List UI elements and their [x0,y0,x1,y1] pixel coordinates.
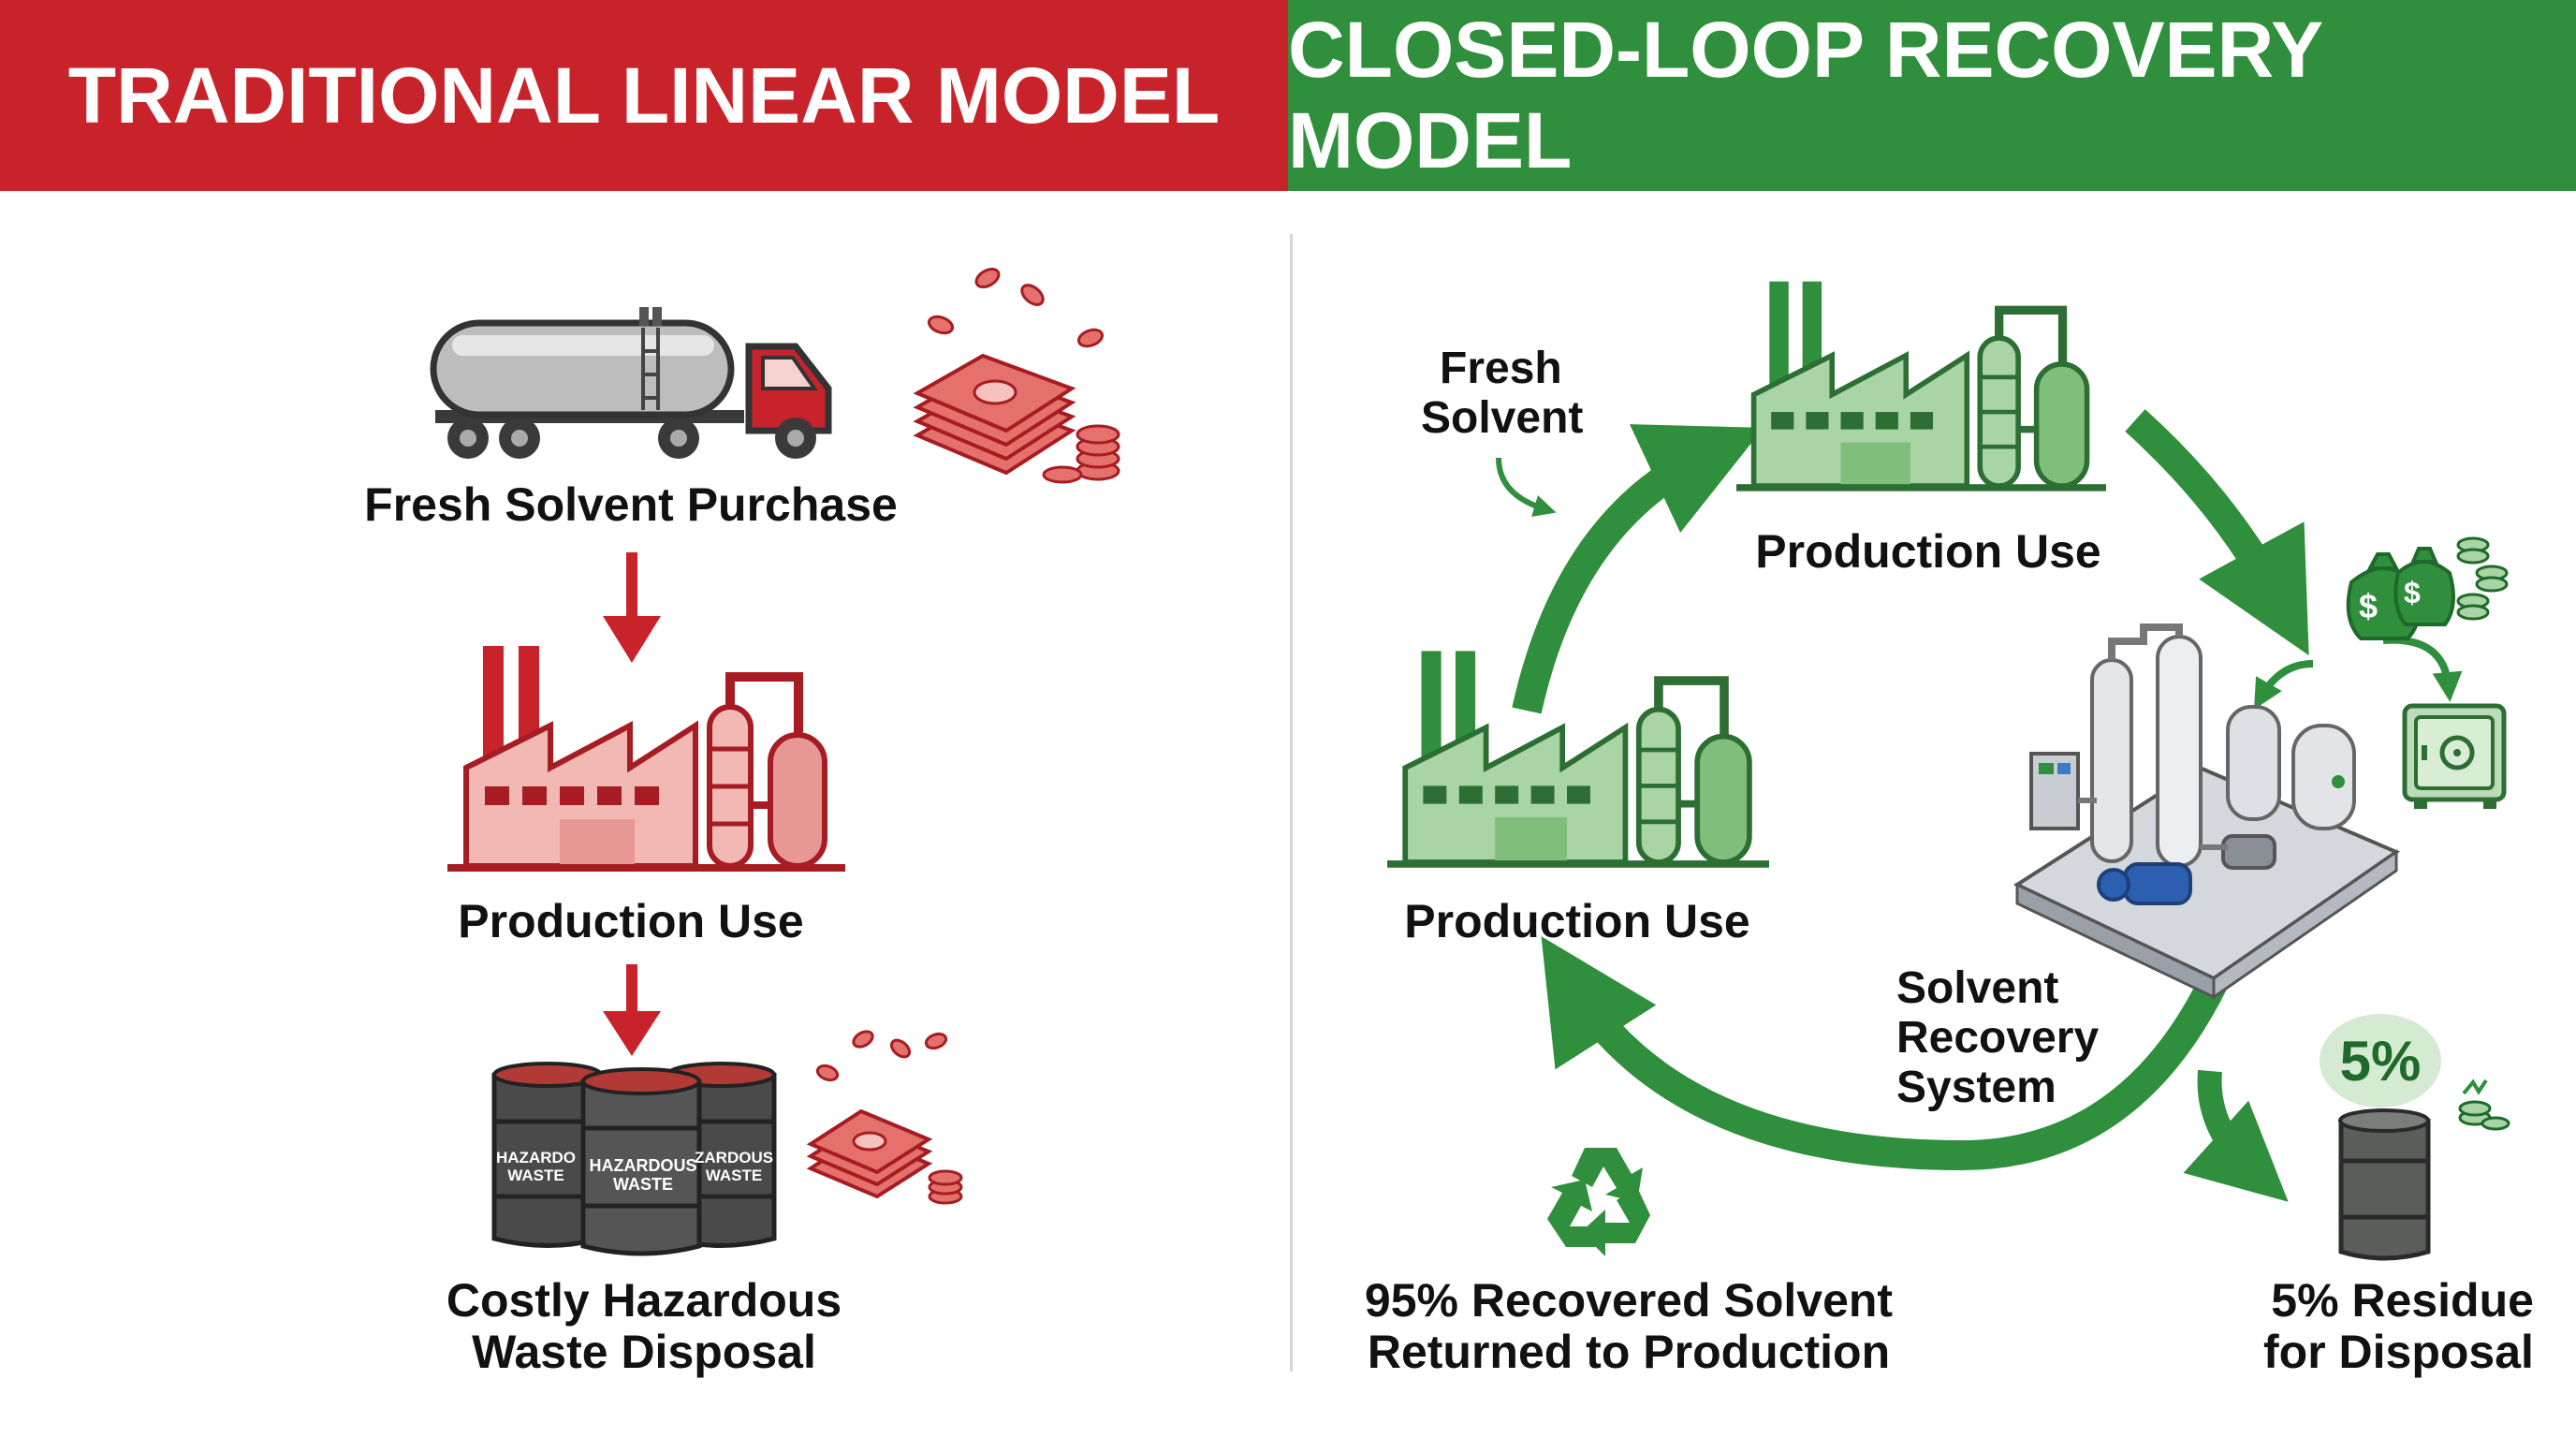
barrel-label-center: HAZARDOUS WASTE [589,1156,697,1194]
recycle-icon [1547,1148,1650,1256]
small-coins-icon [2458,1078,2510,1131]
linear-model-banner: TRADITIONAL LINEAR MODEL [0,0,1288,191]
fresh-solvent-label: Fresh Solvent [1421,344,1584,443]
recovery-cycle-arrows [1496,409,2463,1202]
money-bag-symbol: $ [2359,587,2378,625]
residue-barrel-icon [2338,1108,2431,1261]
safe-icon [2402,703,2507,809]
closed-loop-title: CLOSED-LOOP RECOVERY MODEL [1288,6,2322,184]
money-stack-icon [806,1030,963,1205]
money-bag-symbol: $ [2404,576,2421,609]
barrel-label-right: ZARDOUS WASTE [695,1149,774,1184]
waste-disposal-label: Costly Hazardous Waste Disposal [446,1274,842,1378]
hazardous-waste-barrels: HAZARDO WASTE HAZARDOUS WASTE ZARDOUS WA… [487,1056,805,1257]
barrel-icon [580,1067,702,1256]
factory-icon [447,646,845,872]
fresh-solvent-purchase-label: Fresh Solvent Purchase [364,478,898,531]
linear-model-title: TRADITIONAL LINEAR MODEL [67,51,1221,139]
barrel-label-left: HAZARDO WASTE [496,1149,576,1184]
money-stack-icon [913,268,1120,484]
factory-icon [1387,651,1769,868]
arrow-down-icon [603,964,661,1056]
closed-loop-banner: CLOSED-LOOP RECOVERY MODEL [1288,0,2576,191]
production-use-label-linear: Production Use [458,895,804,947]
money-bags-icon [2346,536,2509,640]
residue-percent-badge: 5% [2320,1014,2441,1108]
production-use-label-top: Production Use [1755,525,2101,578]
tanker-truck-icon [430,307,832,459]
arrow-down-icon [603,552,661,663]
solvent-recovery-system-label: Solvent Recovery System [1896,963,2100,1112]
panel-divider [1290,234,1293,1372]
production-use-label-left: Production Use [1404,895,1750,947]
recovered-solvent-label: 95% Recovered Solvent Returned to Produc… [1364,1274,1894,1378]
solvent-recovery-system-icon [2012,624,2401,1000]
factory-icon [1736,281,2106,492]
residue-disposal-label: 5% Residue for Disposal [2263,1274,2534,1378]
